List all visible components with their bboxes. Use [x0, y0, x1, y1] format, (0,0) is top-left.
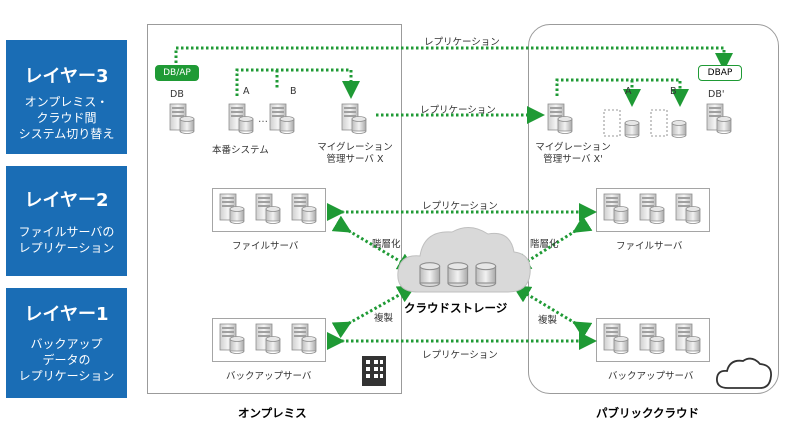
layer-1-desc: バックアップ データの レプリケーション [18, 337, 115, 383]
replication-label-top: レプリケーション [424, 37, 500, 48]
onprem-system-label: 本番システム [212, 145, 269, 156]
cloud-backup-label: バックアップサーバ [608, 371, 694, 382]
layer-2-panel: レイヤー2 ファイルサーバの レプリケーション [6, 166, 127, 276]
onprem-b-label: B [290, 86, 297, 97]
onprem-fileserver-label: ファイルサーバ [232, 241, 299, 252]
onprem-backup-icons [220, 324, 316, 354]
cloud-storage-label: クラウドストレージ [404, 301, 508, 315]
top-replication-arrow [174, 46, 733, 71]
onpremise-title: オンプレミス [238, 406, 307, 420]
onprem-dbap-badge: DB/AP [155, 65, 199, 81]
layer-3-panel: レイヤー3 オンプレミス・ クラウド間 システム切り替え [6, 40, 127, 154]
cloud-server-a-ghost [603, 109, 640, 138]
onprem-server-b [270, 104, 294, 134]
layer-1-title: レイヤー1 [24, 304, 109, 325]
onprem-migration-label: マイグレーション 管理サーバ X [317, 142, 393, 165]
layer-1-panel: レイヤー1 バックアップ データの レプリケーション [6, 288, 127, 398]
onprem-db-label: DB [170, 89, 184, 100]
onprem-migration-server [342, 104, 366, 134]
layer-3-desc: オンプレミス・ クラウド間 システム切り替え [18, 95, 115, 141]
cloud-system-arrow [555, 78, 689, 107]
building-icon [362, 356, 386, 386]
copy-left-label: 複製 [374, 313, 394, 324]
layer-2-title: レイヤー2 [24, 190, 109, 211]
cloud-db-server [707, 104, 731, 134]
cloud-storage-icon [397, 227, 531, 293]
cloud-migration-label: マイグレーション 管理サーバ X' [535, 142, 611, 165]
onprem-backup-label: バックアップサーバ [226, 371, 312, 382]
cloud-outline-icon [716, 357, 772, 389]
replication-label-backup: レプリケーション [422, 350, 498, 361]
layer3-arrows [174, 46, 733, 124]
tiering-right-label: 階層化 [530, 239, 559, 250]
cloud-server-b-ghost [650, 109, 687, 138]
public-cloud-title: パブリッククラウド [596, 406, 700, 420]
ellipsis-dots: … [258, 114, 268, 125]
cloud-db-label: DB' [708, 89, 725, 100]
cloud-fileserver-label: ファイルサーバ [616, 241, 683, 252]
layer-2-desc: ファイルサーバの レプリケーション [18, 225, 115, 255]
replication-label-file: レプリケーション [422, 201, 498, 212]
copy-left-arrow [331, 285, 416, 339]
cloud-b-label: B [670, 86, 677, 97]
layer-3-title: レイヤー3 [24, 66, 109, 87]
onprem-fileserver-icons [220, 194, 316, 224]
onprem-system-arrow [235, 68, 360, 99]
cloud-fileserver-icons [604, 194, 700, 224]
copy-right-label: 複製 [538, 315, 558, 326]
onprem-db-server [170, 104, 194, 134]
onprem-a-label: A [243, 86, 250, 97]
onprem-server-a [229, 104, 253, 134]
cloud-migration-server [548, 104, 572, 134]
tiering-left-label: 階層化 [372, 239, 401, 250]
layer12-arrows [327, 203, 597, 350]
cloud-a-label: A [625, 86, 632, 97]
cloud-backup-icons [604, 324, 700, 354]
tiering-left-arrow [331, 215, 416, 271]
copy-right-arrow [512, 285, 593, 339]
replication-label-middle: レプリケーション [420, 105, 496, 116]
tiering-right-arrow [512, 215, 593, 271]
cloud-dbap-badge: DBAP [698, 65, 742, 81]
